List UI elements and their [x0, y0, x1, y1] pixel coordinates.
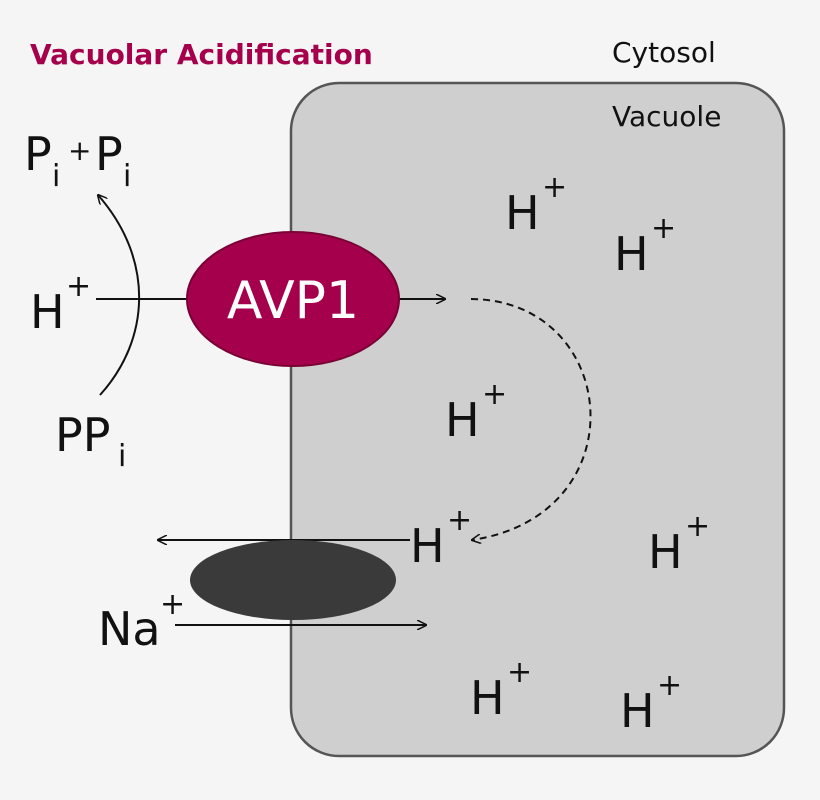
phosphate-2-subscript: i	[123, 159, 131, 194]
proton-cytosol-charge: +	[66, 269, 91, 304]
proton-vacuole-3: H +	[445, 377, 507, 447]
proton-antiporter: H +	[410, 503, 472, 573]
proton-antiporter-symbol: H	[410, 519, 445, 573]
proton-vacuole-3-symbol: H	[445, 393, 480, 447]
proton-vacuole-5-symbol: H	[470, 671, 505, 725]
proton-vacuole-2: H +	[614, 211, 676, 281]
pyrophosphate-hydrolysis-arrow	[98, 195, 141, 396]
proton-vacuole-6-symbol: H	[620, 684, 655, 738]
phosphate-2-symbol: P	[95, 127, 123, 181]
proton-vacuole-1-symbol: H	[505, 186, 540, 240]
proton-cytosol-symbol: H	[30, 285, 65, 339]
plus-sign: +	[68, 134, 91, 167]
proton-vacuole-6: H +	[620, 668, 682, 738]
proton-vacuole-1-charge: +	[542, 170, 567, 205]
avp1-pump	[186, 231, 400, 367]
proton-cytosol: H +	[30, 269, 91, 339]
proton-antiporter-charge: +	[447, 503, 472, 538]
pyrophosphate-symbol: PP	[55, 408, 110, 462]
cytosol-label: Cytosol	[612, 36, 716, 69]
pyrophosphate-subscript: i	[118, 439, 126, 474]
vacuole-compartment	[289, 81, 786, 758]
sodium-charge: +	[160, 587, 185, 622]
avp1-label: AVP1	[227, 271, 359, 331]
proton-vacuole-1: H +	[505, 170, 567, 240]
sodium-proton-antiporter	[190, 540, 396, 620]
proton-vacuole-5: H +	[470, 655, 532, 725]
proton-vacuole-6-charge: +	[657, 668, 682, 703]
proton-vacuole-4: H +	[648, 509, 710, 579]
phosphate-1-symbol: P	[24, 127, 52, 181]
diagram-title: Vacuolar Acidification	[30, 38, 373, 71]
proton-vacuole-2-charge: +	[651, 211, 676, 246]
proton-vacuole-4-charge: +	[685, 509, 710, 544]
sodium-ion: Na +	[98, 587, 185, 656]
proton-recycle-arrow	[471, 298, 592, 540]
proton-vacuole-5-charge: +	[507, 655, 532, 690]
sodium-symbol: Na	[98, 602, 161, 656]
proton-vacuole-3-charge: +	[482, 377, 507, 412]
proton-vacuole-4-symbol: H	[648, 525, 683, 579]
proton-vacuole-2-symbol: H	[614, 227, 649, 281]
phosphate-1-subscript: i	[52, 159, 60, 194]
pyrophosphate: PP i	[55, 408, 126, 474]
phosphate-products: P i + P i	[24, 127, 131, 194]
vacuole-label: Vacuole	[612, 100, 721, 133]
